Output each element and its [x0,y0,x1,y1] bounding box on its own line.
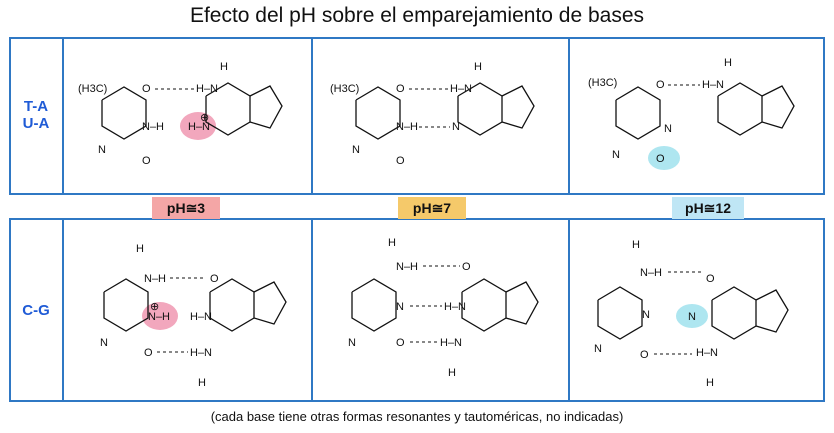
row-label-ta-line1: T-A [23,98,49,115]
o-atom: O [210,273,219,285]
row-label-ua-line2: U-A [22,115,50,132]
h-atom: H [198,377,206,389]
figure-title: Efecto del pH sobre el emparejamiento de… [189,4,645,27]
ph-label-acid: pH≅3 [152,197,220,219]
footer-note: (cada base tiene otras formas resonantes… [210,409,624,424]
hn-atom: H–N [450,83,472,95]
protonated-n-atom: H–N [188,121,210,133]
thymine-ring-neutral [355,86,401,140]
h-atom: H [388,237,396,249]
ph-label-neutral: pH≅7 [398,197,466,219]
nh-atom: N–H [396,261,418,273]
hn-atom: H–N [190,311,212,323]
h-atom: H [632,239,640,251]
n-atom: N [642,309,650,321]
nh-atom: N–H [396,121,418,133]
hn-atom: H–N [444,301,466,313]
label-cell-ta [9,37,64,195]
n-atom: N [396,301,404,313]
deprotonated-n-atom: N [688,311,696,323]
h-atom: H [136,243,144,255]
col-divider-1-bottom [311,218,313,402]
h-atom: H [706,377,714,389]
methyl-label: (H3C) [588,77,617,89]
o-atom: O [144,347,153,359]
deprotonated-highlight-cg-basic [676,304,708,328]
adenine-ring-basic [717,82,795,136]
guanine-ring-acid [209,278,287,332]
row-label-cg: C-G [12,302,60,319]
cytosine-ring-neutral [351,278,397,332]
n-atom: N [348,337,356,349]
protonated-highlight-cg-acid [142,302,178,330]
ph-label-basic: pH≅12 [672,197,744,219]
plus-charge: ⊕ [200,112,209,124]
n-atom: N [594,343,602,355]
o-atom: O [656,79,665,91]
col-divider-2-bottom [568,218,570,402]
deprotonated-o-atom: O [656,153,665,165]
label-cell-cg [9,218,64,402]
guanine-ring-basic [711,286,789,340]
n-atom: N [100,337,108,349]
cytosine-ring-basic [597,286,643,340]
n-atom: N [664,123,672,135]
row-label-ta: T-A U-A [12,98,60,132]
nh-atom: N–H [142,121,164,133]
thymine-ring-basic [615,86,661,140]
ph-label-neutral-text: pH≅7 [412,200,452,216]
methyl-label: (H3C) [330,83,359,95]
row-label-cg-line1: C-G [22,302,50,319]
o-atom: O [396,83,405,95]
n-atom: N [98,144,106,156]
o-atom: O [142,155,151,167]
protonated-nh-atom: N–H [148,311,170,323]
deprotonated-highlight-ta-basic [648,146,680,170]
hn-atom: H–N [190,347,212,359]
h-atom: H [474,61,482,73]
o-atom: O [640,349,649,361]
ph-label-acid-text: pH≅3 [166,200,206,216]
nh-atom: N–H [144,273,166,285]
n-atom: N [612,149,620,161]
guanine-ring-neutral [461,278,539,332]
o-atom: O [396,155,405,167]
h-atom: H [724,57,732,69]
protonated-highlight-ta-acid [180,112,216,140]
hn-atom: H–N [196,83,218,95]
nh-atom: N–H [640,267,662,279]
o-atom: O [706,273,715,285]
hn-atom: H–N [696,347,718,359]
plus-charge: ⊕ [150,301,159,313]
n-atom: N [452,121,460,133]
hn-atom: H–N [440,337,462,349]
o-atom: O [396,337,405,349]
h-atom: H [220,61,228,73]
cytosine-ring-acid [103,278,149,332]
h-atom: H [448,367,456,379]
col-divider-1-top [311,37,313,195]
n-atom: N [352,144,360,156]
col-divider-2-top [568,37,570,195]
thymine-ring-acid [101,86,147,140]
hn-atom: H–N [702,79,724,91]
o-atom: O [142,83,151,95]
ph-label-basic-text: pH≅12 [685,200,731,216]
o-atom: O [462,261,471,273]
methyl-label: (H3C) [78,83,107,95]
